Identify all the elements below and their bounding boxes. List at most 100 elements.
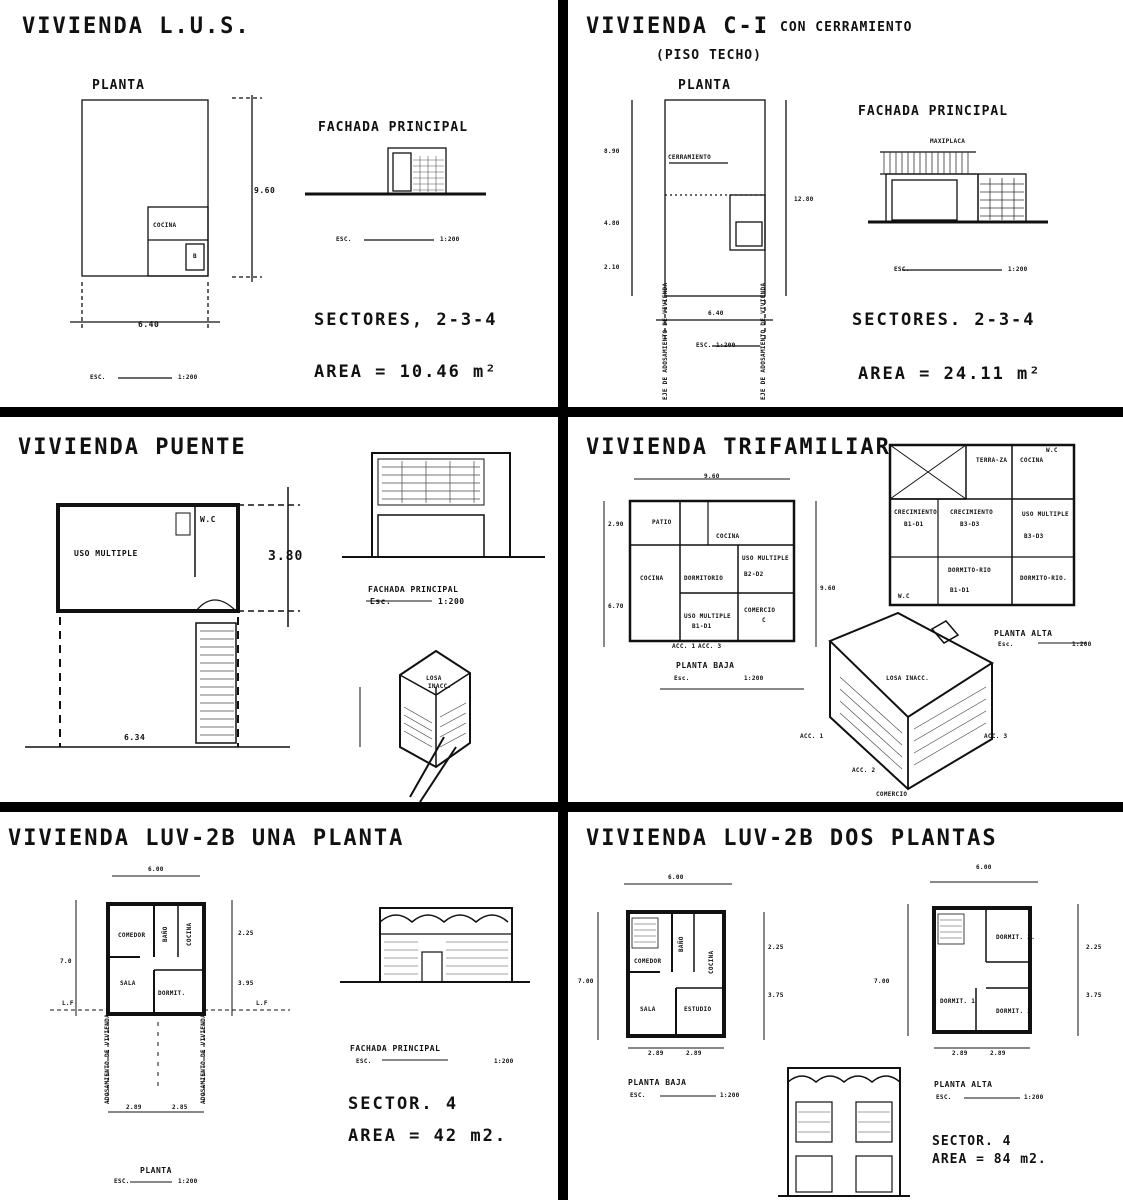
lf-left: L.F [62, 1000, 74, 1007]
panel-vivienda-luv-una-planta: VIVIENDA LUV-2B UNA PLANTA 6.00 7.0 2.25… [0, 812, 558, 1200]
b2d2-label: B2-D2 [744, 571, 764, 578]
ground-dim-b: 3.75 [768, 992, 784, 999]
dim-total: 12.80 [794, 196, 814, 203]
kitchen-label: COCINA [716, 533, 740, 540]
bedroom-upper: DORMITO-RIO [948, 567, 992, 574]
scale-label-plan: ESC. [90, 374, 106, 381]
bedroom-label: DORMIT. [158, 990, 186, 997]
dim-b: 6.70 [608, 603, 624, 610]
bath-label: BAÑO [162, 926, 169, 942]
sector-text: SECTOR. 4 [932, 1134, 1012, 1149]
panel-vivienda-trifamiliar: VIVIENDA TRIFAMILIAR 9.60 2.90 6.70 9.60… [568, 417, 1123, 802]
scale-value-plan: 1:200 [178, 374, 198, 381]
panel-title: VIVIENDA PUENTE [18, 435, 247, 460]
roof-label: MAXIPLACA [930, 138, 966, 145]
c1-drawing [631, 99, 1048, 347]
sectors-text: SECTORES. 2-3-4 [852, 310, 1036, 330]
ground-dim-depth: 7.00 [578, 978, 594, 985]
bedroom-1-label: DORMIT. 1 [940, 998, 976, 1005]
b1d1-label: B1-D1 [692, 623, 712, 630]
area-text: AREA = 10.46 m² [314, 362, 498, 382]
axis-left: EJE DE ADOSAMIENTO DE VIVIENDA [662, 282, 669, 400]
panel-vivienda-luv-dos-plantas: VIVIENDA LUV-2B DOS PLANTAS 6.00 6.00 7.… [568, 812, 1123, 1200]
iso-acc-c: ACC. 3 [984, 733, 1008, 740]
divider-vertical [558, 0, 568, 1200]
kitchen-label: COCINA [708, 950, 715, 974]
luv-dos-drawing [597, 881, 1079, 1197]
scale-label-facade: ESC. [336, 236, 352, 243]
ground-scale-label: Esc. [674, 675, 690, 682]
plan-label: PLANTA [140, 1166, 172, 1175]
wc-label: W.C [200, 515, 216, 524]
ground-floor-label: PLANTA BAJA [676, 661, 735, 670]
dim-depth: 3.80 [268, 549, 304, 564]
axis-right: EJE DE ADOSAMIENTO DE VIVIENDA [760, 282, 767, 400]
plan-scale-label: ESC. [114, 1178, 130, 1185]
upper-dim-width: 6.00 [976, 864, 992, 871]
commerce-c: C [762, 617, 766, 624]
divider-horizontal-1 [0, 407, 1123, 417]
panel-title: VIVIENDA C-I [586, 14, 769, 39]
dining-label: COMEDOR [634, 958, 662, 965]
kitchen-label-2: COCINA [640, 575, 664, 582]
ground-dim-width: 6.00 [668, 874, 684, 881]
facade-scale-label: ESC. [356, 1058, 372, 1065]
axis-right: ADOSAMIENTO DE VIVIENDA [200, 1014, 207, 1104]
multi-use-label-2: USO MULTIPLE [684, 613, 731, 620]
scale-label: Esc. [370, 597, 392, 606]
b3d3-upper: B3-D3 [960, 521, 980, 528]
upper-scale-label: Esc. [998, 641, 1014, 648]
bedroom-3-label: DORMIT. 3. [996, 934, 1036, 941]
upper-floor-label: PLANTA ALTA [994, 629, 1053, 638]
axis-left: ADOSAMIENTO DE VIVIENDA [104, 1014, 111, 1104]
dim-depth: 7.0 [60, 958, 72, 965]
wc-label-2: W.C [898, 593, 910, 600]
panel-title: VIVIENDA L.U.S. [22, 14, 251, 39]
upper-dim-a: 2.25 [1086, 944, 1102, 951]
dim-b: 4.80 [604, 220, 620, 227]
multi-use-upper: USO MULTIPLE [1022, 511, 1069, 518]
subtitle: (PISO TECHO) [656, 48, 762, 63]
slab-label-2: INACC. [428, 683, 452, 690]
ground-dim-c: 2.89 [648, 1050, 664, 1057]
acc1-label: ACC. 1 [672, 643, 696, 650]
luv-una-drawing [50, 875, 530, 1183]
ground-scale-value: 1:200 [720, 1092, 740, 1099]
scale-label-facade: ESC. [894, 266, 910, 273]
sector-text: SECTOR. 4 [348, 1094, 459, 1114]
lf-right: L.F [256, 1000, 268, 1007]
ground-dim-d: 2.89 [686, 1050, 702, 1057]
living-label: SALA [640, 1006, 656, 1013]
panel-title: VIVIENDA TRIFAMILIAR [586, 435, 891, 460]
upper-dim-d: 2.89 [990, 1050, 1006, 1057]
acc3-label: ACC. 3 [698, 643, 722, 650]
area-text: AREA = 42 m2. [348, 1126, 508, 1146]
facade-label: FACHADA PRINCIPAL [368, 585, 459, 594]
upper-scale-label: ESC. [936, 1094, 952, 1101]
panel-vivienda-lus: VIVIENDA L.U.S. PLANTA FACHADA PRINCIPAL… [0, 0, 558, 407]
facade-scale-value: 1:200 [494, 1058, 514, 1065]
b1d1-upper-2: B1-D1 [950, 587, 970, 594]
scale-label-plan: ESC. [696, 342, 712, 349]
commerce-label: COMERCIO [744, 607, 776, 614]
bedroom-label: DORMITORIO [684, 575, 724, 582]
dim-c: 2.89 [126, 1104, 142, 1111]
puente-drawing [25, 452, 545, 802]
living-label: SALA [120, 980, 136, 987]
dim-a: 2.25 [238, 930, 254, 937]
dim-c: 2.10 [604, 264, 620, 271]
wc-label: W.C [1046, 447, 1058, 454]
panel-title: VIVIENDA LUV-2B DOS PLANTAS [586, 826, 998, 851]
dim-width: 6.34 [124, 733, 146, 742]
b3d3-upper-2: B3-D3 [1024, 533, 1044, 540]
bedroom-upper-2: DORMITO-RIO. [1020, 575, 1067, 582]
kitchen-label: COCINA [153, 222, 177, 229]
plan-label: PLANTA [92, 78, 145, 93]
sectors-text: SECTORES, 2-3-4 [314, 310, 498, 330]
bath-label: B [193, 253, 197, 260]
b1d1-upper: B1-D1 [904, 521, 924, 528]
title-suffix: CON CERRAMIENTO [780, 20, 913, 35]
area-text: AREA = 84 m2. [932, 1152, 1047, 1167]
multi-use-label: USO MULTIPLE [742, 555, 789, 562]
dim-a: 8.90 [604, 148, 620, 155]
